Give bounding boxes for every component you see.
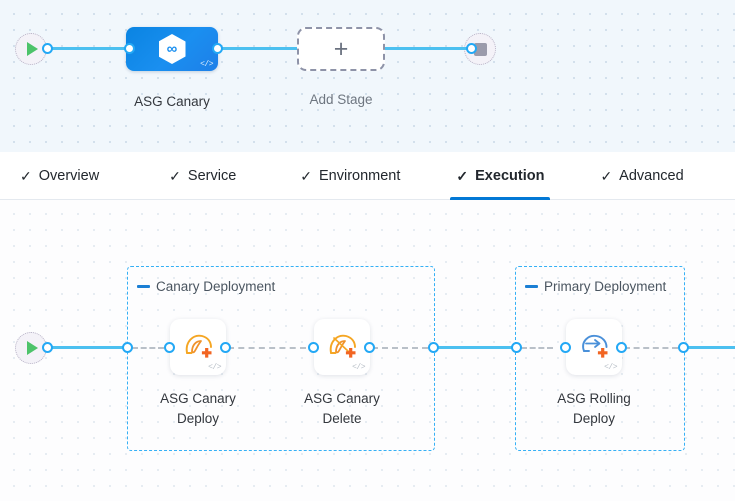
link-start-to-stage — [48, 47, 130, 50]
link-add-to-end — [385, 47, 472, 50]
link-canary-group-out — [372, 347, 428, 349]
stop-icon — [473, 42, 487, 56]
end-node-port[interactable] — [466, 43, 477, 54]
group-canary-deployment[interactable] — [127, 266, 435, 451]
step-label-asg-canary-delete: ASG Canary Delete — [304, 391, 380, 426]
link-start-to-canary-group — [48, 346, 128, 349]
asg-canary-delete-input-port[interactable] — [308, 342, 319, 353]
code-icon[interactable]: </> — [200, 60, 213, 69]
asg-canary-delete-icon — [329, 334, 356, 358]
code-icon[interactable]: </> — [604, 363, 617, 372]
start-node-port[interactable] — [42, 43, 53, 54]
execution-start-node[interactable] — [15, 332, 47, 364]
execution-start-port[interactable] — [42, 342, 53, 353]
group-label-text: Primary Deployment — [544, 279, 667, 294]
stage-output-port[interactable] — [212, 43, 223, 54]
group-label-text: Canary Deployment — [156, 279, 276, 294]
tab-execution[interactable]: ✓ Execution — [442, 152, 558, 200]
collapse-minus-icon[interactable] — [525, 285, 538, 288]
stage-node-asg-canary[interactable]: ∞ </> — [126, 27, 218, 71]
tab-environment-label: Environment — [319, 167, 401, 184]
step-label-asg-canary-deploy: ASG Canary Deploy — [160, 391, 236, 426]
link-stage-to-add — [218, 47, 298, 50]
tab-advanced-label: Advanced — [619, 167, 684, 184]
add-stage-button[interactable]: + — [297, 27, 385, 71]
tab-overview-label: Overview — [38, 167, 100, 184]
asg-canary-deploy-output-port[interactable] — [220, 342, 231, 353]
step-label-asg-rolling-deploy: ASG Rolling Deploy — [557, 391, 631, 426]
group-label-primary-deployment[interactable]: Primary Deployment — [525, 279, 666, 294]
start-node[interactable] — [15, 33, 47, 65]
primary-group-output-port[interactable] — [678, 342, 689, 353]
asg-rolling-deploy-output-port[interactable] — [616, 342, 627, 353]
step-node-asg-canary-delete[interactable]: </> — [314, 319, 370, 375]
harness-hexagon-icon: ∞ — [158, 34, 186, 64]
asg-canary-delete-output-port[interactable] — [364, 342, 375, 353]
link-canary-to-primary — [436, 346, 512, 349]
asg-canary-deploy-input-port[interactable] — [164, 342, 175, 353]
tab-environment[interactable]: ✓ Environment — [286, 152, 414, 200]
asg-canary-deploy-icon — [185, 334, 212, 358]
tab-service[interactable]: ✓ Service — [155, 152, 250, 200]
group-label-canary-deployment[interactable]: Canary Deployment — [137, 279, 275, 294]
step-node-asg-rolling-deploy[interactable]: </> — [566, 319, 622, 375]
step-node-asg-canary-deploy[interactable]: </> — [170, 319, 226, 375]
link-primary-to-end — [686, 346, 735, 349]
check-icon: ✓ — [600, 167, 613, 184]
check-icon: ✓ — [169, 167, 181, 184]
play-icon — [27, 42, 38, 56]
link-canary-group-in — [132, 347, 164, 349]
check-icon: ✓ — [300, 167, 312, 184]
add-stage-label: Add Stage — [309, 92, 373, 107]
stage-config-tab-bar: ✓ Overview ✓ Service ✓ Environment ✓ Exe… — [0, 152, 735, 200]
stage-label-asg-canary: ASG Canary — [134, 94, 210, 109]
stage-input-port[interactable] — [124, 43, 135, 54]
link-primary-group-out — [624, 347, 678, 349]
execution-canvas[interactable]: Canary Deployment </> ASG Canary Deploy — [0, 200, 735, 501]
link-primary-group-in — [521, 347, 553, 349]
tab-service-label: Service — [187, 167, 237, 184]
active-tab-indicator — [450, 196, 551, 200]
tab-execution-label: Execution — [475, 167, 545, 184]
code-icon[interactable]: </> — [352, 363, 365, 372]
tab-advanced[interactable]: ✓ Advanced — [586, 152, 697, 200]
play-icon — [27, 341, 38, 355]
canary-group-output-port[interactable] — [428, 342, 439, 353]
primary-group-input-port[interactable] — [511, 342, 522, 353]
asg-rolling-deploy-input-port[interactable] — [560, 342, 571, 353]
tab-overview[interactable]: ✓ Overview — [6, 152, 113, 200]
collapse-minus-icon[interactable] — [137, 285, 150, 288]
asg-rolling-deploy-icon — [582, 334, 608, 358]
link-deploy-to-delete — [228, 347, 306, 349]
plus-icon: + — [333, 34, 349, 63]
stage-canvas[interactable]: ∞ </> ASG Canary + Add Stage — [0, 0, 735, 152]
code-icon[interactable]: </> — [208, 363, 221, 372]
group-primary-deployment[interactable] — [515, 266, 685, 451]
check-icon: ✓ — [20, 167, 32, 184]
canary-group-input-port[interactable] — [122, 342, 133, 353]
check-icon: ✓ — [456, 167, 469, 184]
